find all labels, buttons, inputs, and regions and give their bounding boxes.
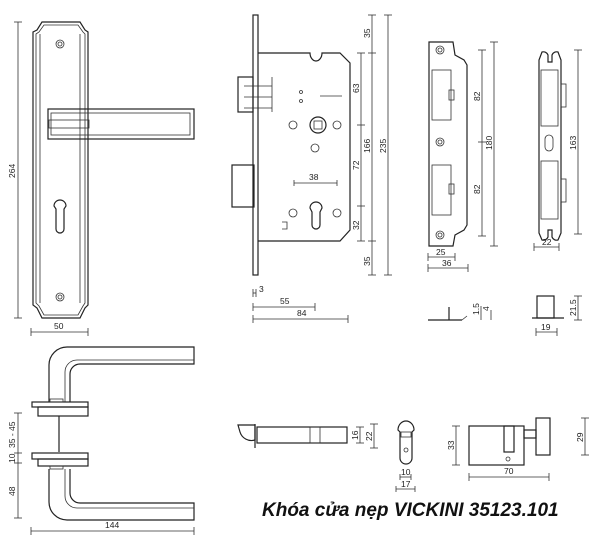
lever-rose-top [31,398,89,417]
keeper-box [538,51,567,241]
dim-35-top: 35 [362,28,372,38]
dim-lock-vertical: 35 63 166 235 72 32 35 [351,14,392,276]
dim-17: 17 [401,479,411,489]
dim-25: 25 [436,247,446,257]
dim-35-bottom: 35 [362,256,372,266]
keeper-profile: 21.5 19 [532,295,582,336]
dim-lever: 35 - 45 10 48 144 [7,412,195,535]
dim-264: 264 [7,164,17,178]
dim-72: 72 [351,160,361,170]
lever-rose-bottom [31,452,89,470]
dim-plate-width: 50 [30,321,89,336]
dim-4: 4 [481,306,491,311]
euro-cylinder [468,417,551,466]
cylinder-end-view [397,420,415,465]
dim-48: 48 [7,486,17,496]
dim-50: 50 [54,321,64,331]
dim-180: 180 [484,136,494,150]
handle-lever [47,108,195,140]
dim-21-5: 21.5 [568,299,578,316]
dim-163: 163 [568,136,578,150]
dim-cylinder: 33 70 29 [446,417,589,481]
dim-22-keeper: 22 [542,237,552,247]
dim-38: 38 [309,172,319,182]
dim-166: 166 [362,139,372,153]
dim-10-cyl: 10 [401,467,411,477]
dim-29: 29 [575,432,585,442]
dim-spindle: 16 22 [350,423,378,449]
dim-19: 19 [541,322,551,332]
dim-lock-horizontal: 38 3 55 84 [252,172,349,323]
dim-strike: 82 82 180 25 36 [427,41,498,272]
handle-backplate [32,21,89,319]
mortise-lock-body [231,14,351,276]
dim-1-5: 1.5 [471,303,481,315]
dim-plate-height: 264 [7,21,22,319]
dim-235: 235 [378,139,388,153]
dim-36: 36 [442,258,452,268]
latch-spindle [237,424,348,448]
lever-handle-bottom [48,469,195,521]
product-title: Khóa cửa nẹp VICKINI 35123.101 [262,500,559,521]
dim-33: 33 [446,440,456,450]
dim-cylinder-end: 10 17 [395,467,416,492]
strike-plate [428,41,468,247]
strike-profile: 1.5 4 [428,303,492,321]
lever-handle-top [48,346,195,402]
dim-3: 3 [259,284,264,294]
dim-70: 70 [504,466,514,476]
dim-32: 32 [351,220,361,230]
dim-22-spindle: 22 [364,431,374,441]
dim-keeper: 163 22 [533,49,582,251]
dim-82-upper: 82 [472,91,482,101]
dim-16: 16 [350,430,360,440]
dim-55: 55 [280,296,290,306]
dim-35-45: 35 - 45 [7,421,17,448]
dim-63: 63 [351,83,361,93]
dim-144: 144 [105,520,119,530]
dim-84: 84 [297,308,307,318]
dim-10-rose: 10 [7,453,17,463]
dim-82-lower: 82 [472,184,482,194]
